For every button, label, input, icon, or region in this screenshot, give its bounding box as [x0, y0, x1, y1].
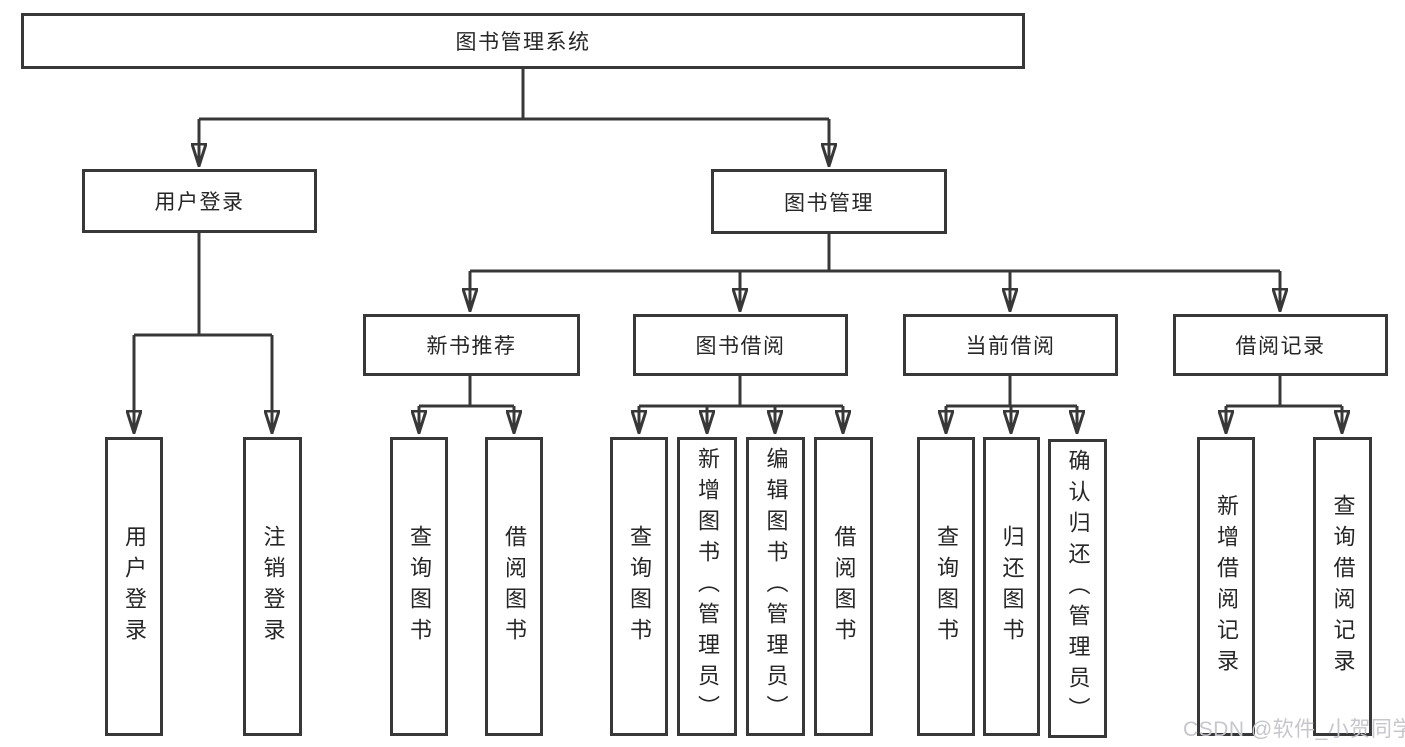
node-book-management: 图书管理 [711, 169, 947, 234]
leaf-user-login: 用户登录 [105, 437, 163, 736]
leaf-bb-edit-book-admin-label: 编辑图书（管理员） [763, 447, 789, 726]
leaf-cb-query-books-label: 查询图书 [934, 524, 959, 649]
leaf-bb-add-book-admin: 新增图书（管理员） [677, 437, 737, 736]
node-book-management-label: 图书管理 [784, 191, 874, 215]
leaf-br-query-record-label: 查询借阅记录 [1330, 493, 1356, 680]
leaf-bb-query-books: 查询图书 [610, 437, 668, 736]
node-library-system: 图书管理系统 [21, 13, 1025, 69]
node-user-login-label: 用户登录 [154, 191, 245, 214]
leaf-bb-edit-book-admin: 编辑图书（管理员） [746, 437, 805, 736]
leaf-nbr-query-books-label: 查询图书 [407, 524, 432, 649]
leaf-br-query-record: 查询借阅记录 [1313, 437, 1372, 736]
node-library-system-label: 图书管理系统 [455, 31, 591, 54]
leaf-nbr-borrow-books-label: 借阅图书 [502, 524, 527, 649]
node-current-borrowing: 当前借阅 [903, 314, 1118, 376]
leaf-br-add-record: 新增借阅记录 [1197, 437, 1255, 736]
leaf-bb-add-book-admin-label: 新增图书（管理员） [695, 447, 720, 726]
leaf-logout: 注销登录 [243, 437, 302, 736]
node-book-borrowing: 图书借阅 [633, 314, 848, 376]
leaf-user-login-label: 用户登录 [122, 524, 147, 649]
leaf-bb-query-books-label: 查询图书 [627, 524, 652, 649]
leaf-nbr-query-books: 查询图书 [390, 437, 448, 736]
leaf-cb-confirm-return-admin-label: 确认归还（管理员） [1065, 449, 1091, 728]
leaf-cb-query-books: 查询图书 [917, 437, 975, 736]
leaf-cb-return-books-label: 归还图书 [999, 524, 1025, 649]
csdn-watermark: CSDN @软件_小贺同学 [1183, 718, 1405, 741]
leaf-br-add-record-label: 新增借阅记录 [1214, 493, 1239, 680]
leaf-cb-confirm-return-admin: 确认归还（管理员） [1048, 439, 1107, 738]
node-current-borrowing-label: 当前借阅 [965, 335, 1056, 358]
node-user-login: 用户登录 [82, 169, 317, 233]
leaf-nbr-borrow-books: 借阅图书 [485, 437, 543, 736]
node-book-borrowing-label: 图书借阅 [695, 335, 786, 358]
node-borrow-records-label: 借阅记录 [1235, 335, 1326, 358]
node-new-book-recommend-label: 新书推荐 [426, 335, 517, 358]
leaf-bb-borrow-books-label: 借阅图书 [831, 524, 857, 649]
leaf-cb-return-books: 归还图书 [983, 437, 1040, 736]
node-borrow-records: 借阅记录 [1173, 314, 1388, 376]
leaf-logout-label: 注销登录 [260, 524, 286, 649]
node-new-book-recommend: 新书推荐 [363, 314, 580, 376]
leaf-bb-borrow-books: 借阅图书 [814, 437, 873, 736]
